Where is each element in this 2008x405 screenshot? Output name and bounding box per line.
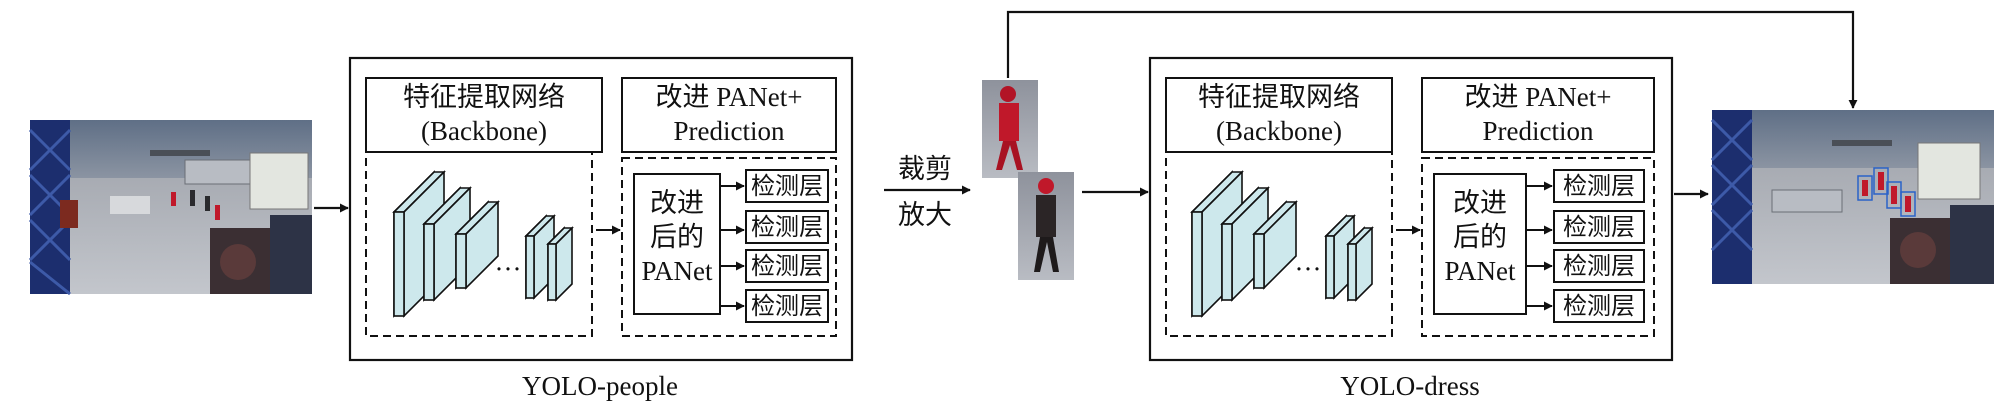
output-scene-photo [1710, 110, 1994, 284]
backbone-feature-layers [392, 170, 574, 318]
cropped-person-dark [1018, 172, 1074, 280]
svg-text:检测层: 检测层 [751, 173, 823, 200]
head-dashed-region [621, 157, 837, 337]
head-title: 改进 PANet+ [1465, 82, 1612, 112]
svg-text:检测层: 检测层 [751, 253, 823, 280]
panet-label-line1: 改进 [1453, 188, 1507, 218]
model-yolo-people: 特征提取网络 (Backbone) ··· [348, 56, 854, 401]
input-scene-photo [28, 120, 312, 296]
panet-label-line2: 后的 [650, 222, 704, 252]
backbone-subtitle: (Backbone) [1216, 116, 1342, 146]
panet-box [633, 173, 721, 315]
detection-layer: 检测层 [1553, 210, 1645, 244]
backbone-dashed-region [365, 151, 593, 337]
backbone-dashed-region [1165, 151, 1393, 337]
head-title: 改进 PANet+ [656, 82, 803, 112]
detection-layer: 检测层 [745, 210, 829, 244]
svg-text:检测层: 检测层 [1563, 173, 1635, 200]
svg-text:检测层: 检测层 [1563, 214, 1635, 241]
detection-layer: 检测层 [745, 289, 829, 323]
model-outer-frame [1148, 56, 1674, 362]
cropped-person-red [982, 80, 1038, 178]
detection-layer: 检测层 [1553, 169, 1645, 203]
panet-label-line3: PANet [1444, 256, 1516, 286]
backbone-title-box [1165, 77, 1393, 153]
backbone-feature-layers [1190, 170, 1374, 318]
panet-label-line3: PANet [641, 256, 713, 286]
layers-ellipsis: ··· [1295, 254, 1322, 284]
model-outer-frame [348, 56, 854, 362]
panet-box [1433, 173, 1527, 315]
model-yolo-dress: 特征提取网络 (Backbone) ··· [1148, 56, 1674, 401]
crop-label-line1: 裁剪 [898, 154, 952, 184]
svg-text:检测层: 检测层 [751, 214, 823, 241]
head-subtitle: Prediction [1483, 116, 1594, 146]
detection-layer: 检测层 [1553, 249, 1645, 283]
detection-layer: 检测层 [745, 169, 829, 203]
flow-arrows [314, 10, 1858, 213]
panet-label-line1: 改进 [650, 188, 704, 218]
detection-layer: 检测层 [1553, 289, 1645, 323]
head-subtitle: Prediction [674, 116, 785, 146]
model-caption: YOLO-people [522, 371, 678, 401]
output-detection-boxes [1857, 167, 1916, 217]
backbone-subtitle: (Backbone) [421, 116, 547, 146]
svg-text:检测层: 检测层 [751, 293, 823, 320]
layers-ellipsis: ··· [495, 254, 522, 284]
crop-label-line2: 放大 [898, 200, 952, 230]
panet-label-line2: 后的 [1453, 222, 1507, 252]
head-title-box [1421, 77, 1655, 153]
svg-text:检测层: 检测层 [1563, 253, 1635, 280]
head-dashed-region [1421, 157, 1655, 337]
head-title-box [621, 77, 837, 153]
detection-layer: 检测层 [745, 249, 829, 283]
model-caption: YOLO-dress [1340, 371, 1479, 401]
backbone-title: 特征提取网络 [1198, 82, 1360, 112]
svg-text:检测层: 检测层 [1563, 293, 1635, 320]
input-worker-figures [171, 190, 220, 220]
backbone-title: 特征提取网络 [403, 82, 565, 112]
